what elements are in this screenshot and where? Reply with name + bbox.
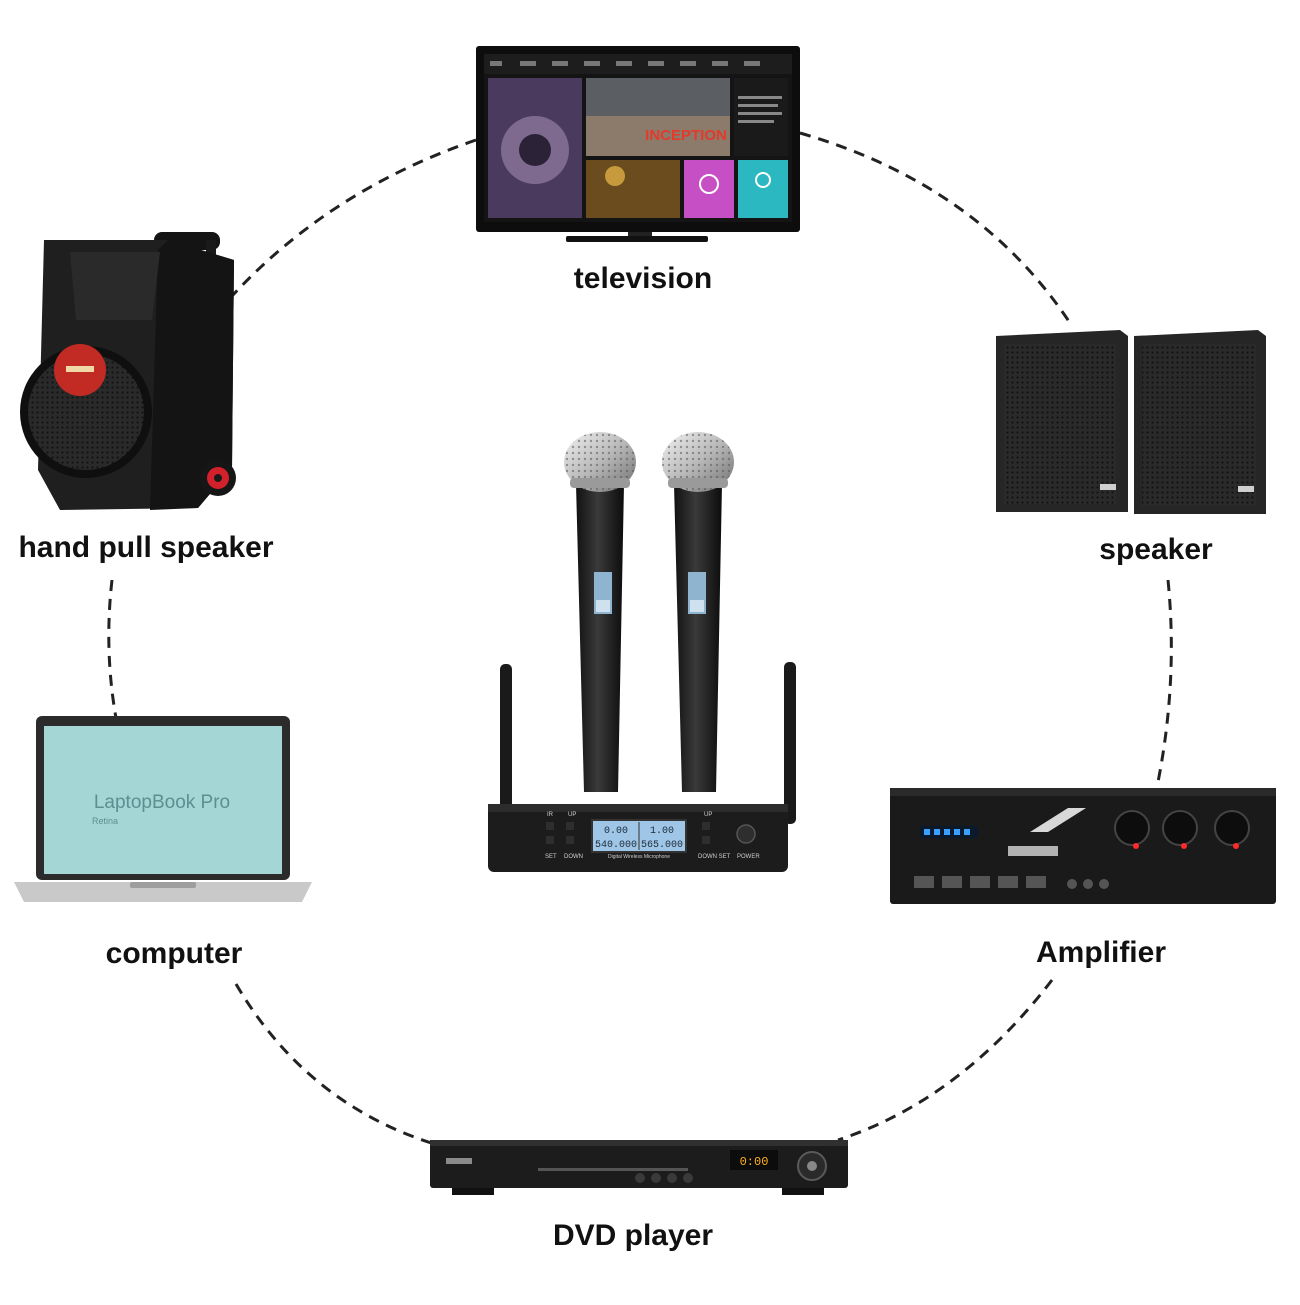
microphone-right	[662, 432, 734, 792]
receiver-model-label: Digital Wireless Microphone	[608, 854, 670, 860]
speaker-pair-device	[996, 330, 1266, 514]
receiver-up-left-label: UP	[568, 812, 576, 818]
receiver-ch1-freq: 540.000	[595, 840, 637, 851]
dvd-display: 0:00	[740, 1155, 769, 1169]
dvd-player-device: 0:00	[430, 1140, 848, 1195]
dashed-connection-ring	[107, 131, 1173, 1150]
receiver-set-label: SET	[545, 854, 557, 860]
amplifier-device	[890, 788, 1276, 904]
microphone-left	[564, 432, 636, 792]
label-amplifier: Amplifier	[1035, 936, 1167, 969]
label-dvd-player: DVD player	[552, 1219, 714, 1252]
receiver-down-label: DOWN	[564, 854, 583, 860]
receiver-power-label: POWER	[737, 854, 760, 860]
label-television: television	[573, 262, 713, 295]
receiver-ch2-top: 1.00	[650, 826, 674, 837]
receiver-ch2-freq: 565.000	[641, 840, 683, 851]
receiver-ch1-top: 0.00	[604, 826, 628, 837]
receiver-down-set-label: DOWN SET	[698, 854, 731, 860]
tv-movie-title: INCEPTION	[645, 127, 727, 144]
laptop-screen-brand: LaptopBook Pro	[94, 792, 230, 813]
wireless-microphone-system: 0.00 540.000 1.00 565.000 IR UP UP SET D…	[488, 432, 796, 872]
computer-device: LaptopBook Pro Retina	[14, 716, 312, 902]
laptop-screen-sub: Retina	[92, 816, 118, 826]
television-device: INCEPTION	[476, 46, 800, 242]
label-hand-pull-speaker: hand pull speaker	[18, 531, 274, 564]
receiver-ir-label: IR	[547, 812, 554, 818]
label-computer: computer	[105, 937, 243, 970]
hand-pull-speaker-device	[20, 232, 236, 510]
label-speaker: speaker	[1099, 533, 1213, 566]
receiver-up-right-label: UP	[704, 812, 712, 818]
